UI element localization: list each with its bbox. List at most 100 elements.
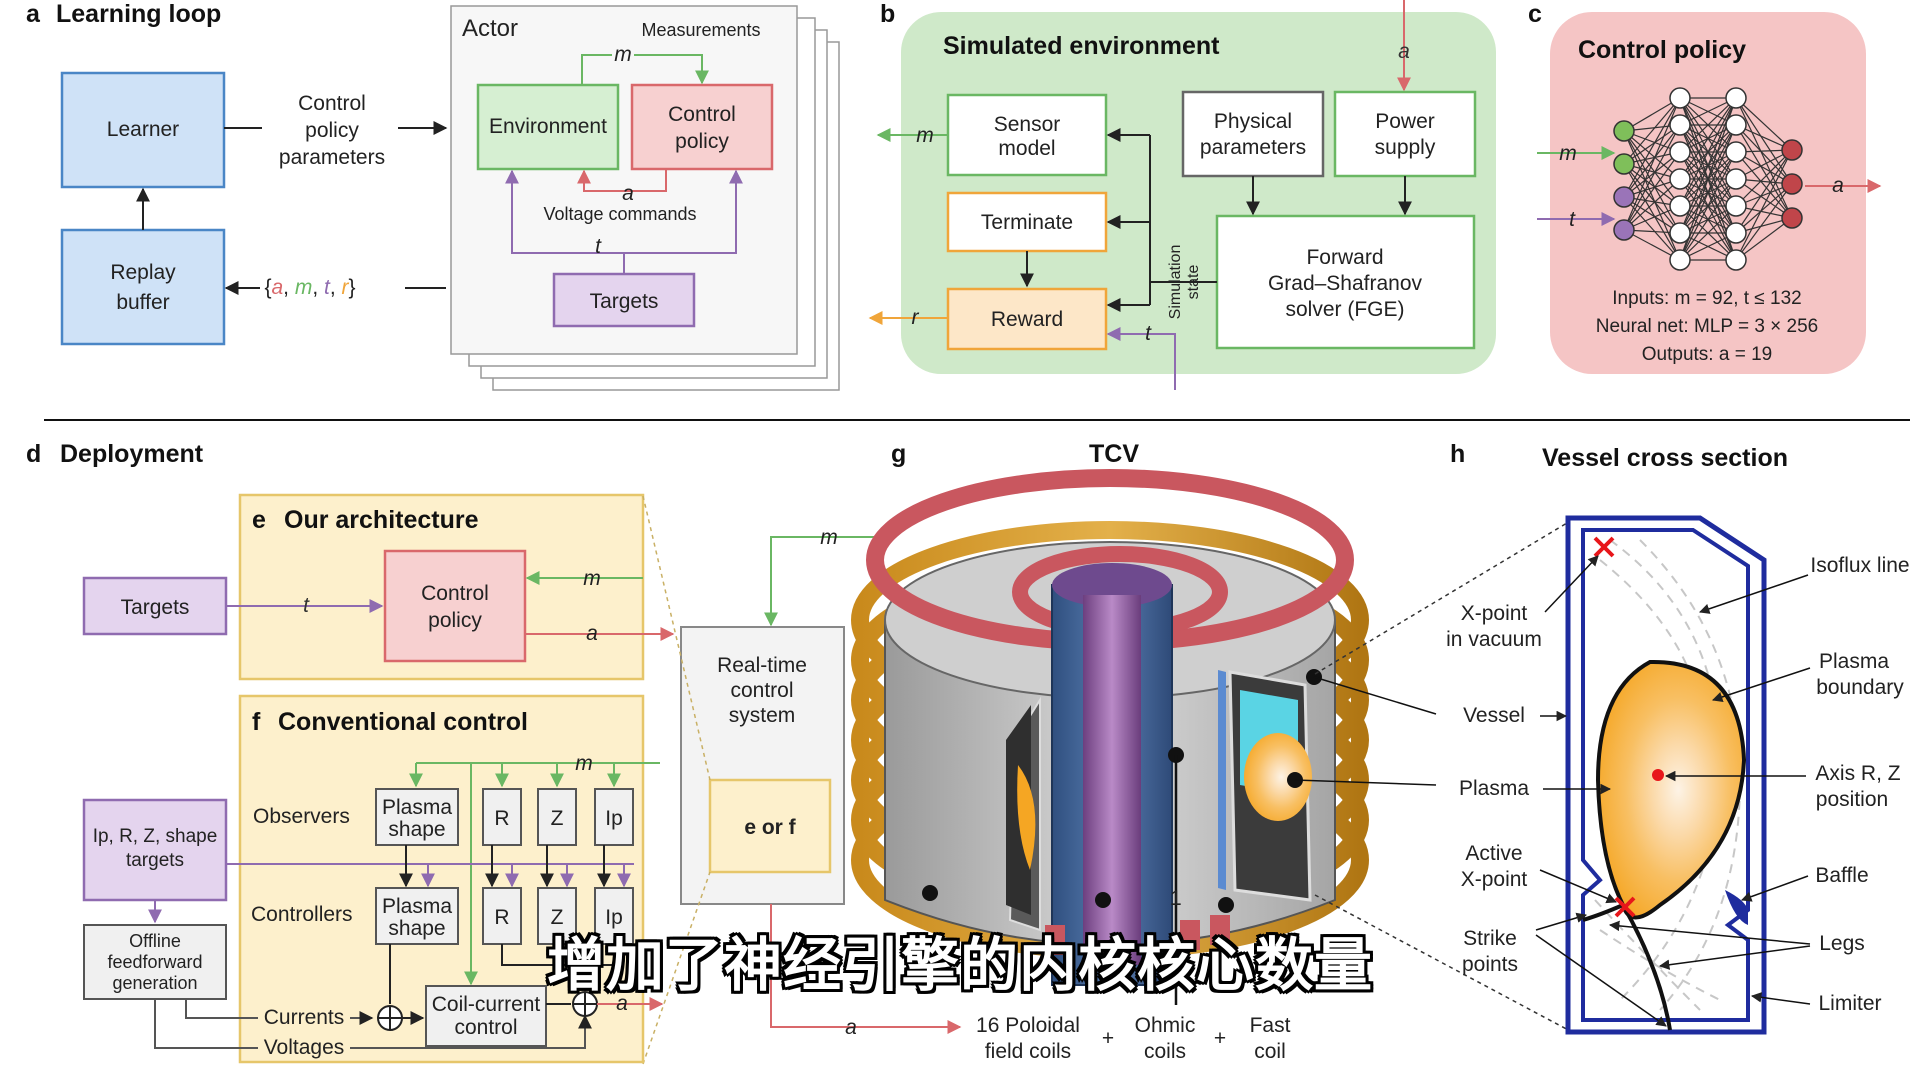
zoom-line-h-bottom [1314, 894, 1573, 1033]
nn-edge [1735, 217, 1793, 261]
nn-net-text: Neural net: MLP = 3 × 256 [1596, 316, 1819, 337]
panel-a-letter: a [26, 0, 41, 28]
nn-edge [1623, 130, 1681, 180]
nn-edge [1735, 97, 1793, 185]
offline-label-1: Offline [129, 931, 181, 951]
panel-b-letter: b [880, 0, 895, 28]
offline-feedforward-box [83, 924, 227, 1000]
nn-edge [1735, 97, 1793, 219]
sim-state-label-2: state [1185, 265, 1202, 300]
panel-b-title: Simulated environment [943, 32, 1220, 60]
sensor-model-label-1: Sensor [994, 113, 1061, 136]
nn-node [1781, 207, 1803, 229]
panel-c-control-policy: c Control policy m t a Inputs: m = 92, t… [1528, 0, 1882, 374]
nn-node [1669, 114, 1691, 136]
panel-g-letter: g [891, 440, 906, 468]
nn-edge [1735, 124, 1793, 185]
nn-node [1669, 222, 1691, 244]
realtime-label-3: system [729, 704, 796, 727]
zoom-line-bottom [642, 871, 711, 1065]
ctrl-ip-box [594, 887, 634, 945]
fge-label-2: Grad–Shafranov [1268, 272, 1423, 295]
nn-edge [1623, 196, 1681, 234]
rt-m-label: m [820, 526, 838, 549]
nn-edge [1735, 149, 1793, 261]
sim-m-label: m [916, 124, 934, 147]
fge-label-1: Forward [1306, 246, 1383, 269]
replay-buffer-label-2: buffer [116, 291, 169, 314]
legs-pointer-2 [1658, 945, 1811, 970]
actor-control-policy-box [630, 83, 774, 171]
offline-label-3: generation [112, 973, 197, 993]
measurements-label: Measurements [641, 20, 760, 40]
nn-outputs-text: Outputs: a = 19 [1642, 344, 1772, 365]
callout-dot-4 [1218, 897, 1234, 913]
f-targets-label-1: Ip, R, Z, shape [93, 826, 218, 847]
rt-a-label: a [845, 1016, 857, 1039]
axis-point [1652, 769, 1664, 781]
actor-targets-box [552, 272, 696, 328]
actor-targets-label: Targets [590, 290, 659, 313]
rzip-to-sum-2 [501, 944, 592, 992]
panel-a-learning-loop: a Learning loop Learner Replay buffer Co… [26, 0, 840, 391]
fge-solver-box [1215, 214, 1476, 350]
nn-edge [1623, 124, 1681, 231]
sim-r-label: r [912, 306, 920, 329]
nn-edge [1623, 124, 1681, 198]
panel-g-tcv: g TCV [851, 440, 1573, 1063]
xv-label-1: X-point [1461, 602, 1528, 625]
zoom-line-h-top [1314, 519, 1573, 675]
observer-ps-label-2: shape [388, 818, 445, 841]
e-control-policy-label-2: policy [428, 609, 482, 632]
nn-node [1613, 219, 1635, 241]
nn-node [1669, 249, 1691, 271]
right-plasma [1244, 733, 1312, 821]
nn-edge [1623, 97, 1681, 165]
e-control-policy-label-1: Control [421, 582, 489, 605]
panel-d-deployment: d Deployment [26, 440, 204, 468]
plasma-cross-section [1595, 659, 1747, 920]
terminate-label: Terminate [981, 211, 1073, 234]
ctrl-ip-label: Ip [605, 906, 623, 929]
x-point-vacuum-marker [1593, 536, 1615, 558]
nn-a-label: a [1832, 174, 1844, 197]
nn-node [1725, 141, 1747, 163]
nn-node [1613, 120, 1635, 142]
nn-node [1781, 139, 1803, 161]
observer-ip-box [594, 788, 634, 846]
nn-node [1613, 186, 1635, 208]
baffle-label: Baffle [1815, 864, 1868, 887]
nn-t-label: t [1569, 208, 1576, 231]
ohmic-label-1: Ohmic [1135, 1014, 1196, 1037]
boundary-label-2: boundary [1816, 676, 1904, 699]
active-label-1: Active [1465, 842, 1522, 865]
nn-node [1725, 249, 1747, 271]
learner-label: Learner [107, 118, 179, 141]
baffle-pointer [1741, 875, 1809, 902]
nn-node [1669, 141, 1691, 163]
sim-t-label: t [1145, 322, 1152, 345]
ohmic-one-label: 1 [1170, 887, 1182, 910]
nn-edge [1735, 178, 1793, 219]
offline-label-2: feedforward [107, 952, 202, 972]
nn-edge [1623, 97, 1681, 198]
baffle-shape [1725, 890, 1748, 925]
transition-tuple: {a, m, t, r} [264, 276, 355, 299]
actor-control-policy-label-2: policy [675, 130, 729, 153]
legs-pointer-1 [1608, 920, 1811, 945]
axis-label-2: position [1816, 788, 1888, 811]
bottom-coil-1 [1045, 925, 1065, 955]
power-supply-label-1: Power [1375, 110, 1435, 133]
e-or-f-label: e or f [744, 816, 796, 839]
f-a-label: a [616, 992, 628, 1015]
plasma-pointer [1294, 779, 1437, 786]
replay-buffer-label-1: Replay [110, 261, 176, 284]
observer-r-label: R [494, 807, 509, 830]
realtime-label-2: control [730, 679, 793, 702]
f-m-label: m [575, 752, 593, 775]
reward-box [946, 287, 1108, 351]
panel-d-title: Deployment [60, 440, 204, 468]
observer-r-box [482, 788, 522, 846]
